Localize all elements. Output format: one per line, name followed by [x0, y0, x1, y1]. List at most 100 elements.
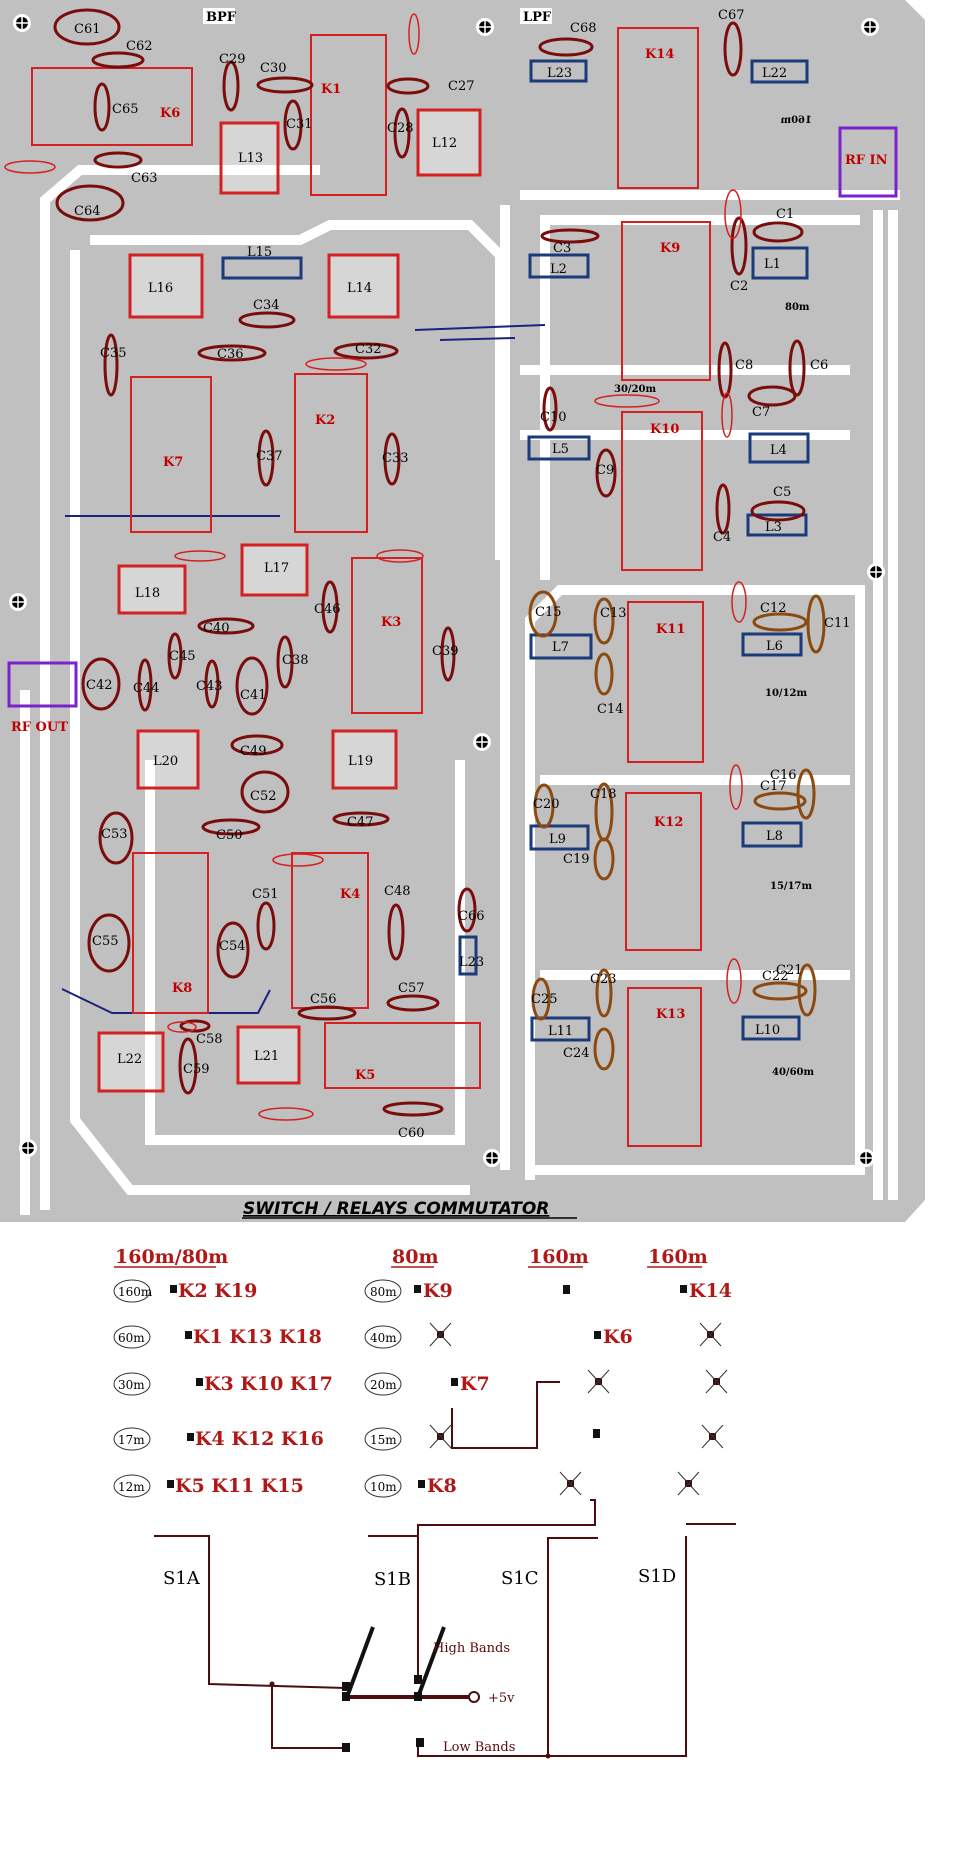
inductor-label: L11 [548, 1024, 573, 1039]
capacitor-label: C66 [458, 909, 485, 924]
inductor-l22-lpf: L22 [750, 59, 809, 84]
inductor-l8: L8 [741, 821, 803, 848]
capacitor-label: C34 [253, 298, 280, 313]
inductor-label: L12 [432, 136, 457, 151]
rf-in-port [838, 126, 898, 198]
inductor-l9: L9 [529, 824, 590, 851]
band-label: 10m [370, 1480, 397, 1494]
capacitor-label: C16 [770, 768, 797, 783]
unlabeled-capacitor [724, 189, 742, 239]
unlabeled-capacitor [408, 13, 420, 55]
capacitor-c2: C2 [730, 216, 748, 294]
inductor-label: L2 [550, 262, 567, 277]
capacitor-c24: C24 [563, 1027, 615, 1071]
capacitor-label: C61 [74, 22, 101, 37]
mounting-hole-icon [9, 593, 27, 611]
capacitor-label: C11 [824, 616, 851, 631]
inductor-l2: L2 [528, 253, 590, 279]
capacitor-c22: C22 [752, 969, 808, 1001]
unused-contact-icon [587, 1369, 610, 1394]
relay-label: K12 [654, 815, 683, 830]
capacitor-c67: C67 [718, 8, 745, 77]
capacitor-label: C37 [256, 449, 283, 464]
capacitor-c5: C5 [750, 485, 806, 522]
mounting-hole-icon [861, 18, 879, 36]
band-label: 40m [370, 1331, 397, 1345]
relay-k1: K1 [310, 34, 387, 196]
capacitor-c32: C32 [333, 342, 399, 360]
relay-group: K7 [460, 1373, 490, 1395]
unlabeled-capacitor [729, 764, 743, 810]
mounting-hole-icon [13, 14, 31, 32]
inductor-label: L20 [153, 754, 178, 769]
capacitor-label: C44 [133, 681, 160, 696]
inductor-label: L18 [135, 586, 160, 601]
relay-group: K14 [689, 1280, 732, 1302]
capacitor-label: C41 [240, 688, 267, 703]
relay-k14: K14 [617, 27, 699, 189]
band-label: 12m [118, 1480, 145, 1494]
relay-label: K14 [645, 47, 674, 62]
capacitor-c63: C63 [93, 151, 158, 186]
commutator-row: 12m K5 K11 K15 10m K8 [113, 1471, 700, 1498]
band-marks: 160m 80m 30/20m 10/12m 15/17m 40/60m [614, 115, 814, 1078]
inductor-l19: L19 [331, 729, 398, 790]
capacitor-label: C6 [810, 358, 828, 373]
relay-label: K1 [321, 82, 341, 97]
band-mark: 40/60m [772, 1067, 814, 1078]
capacitor-label: C39 [432, 644, 459, 659]
mounting-holes [9, 14, 885, 1167]
low-bands-label: Low Bands [443, 1740, 515, 1755]
inductor-label: L9 [549, 832, 566, 847]
capacitor-label: C25 [531, 992, 558, 1007]
relay-k5: K5 [324, 1022, 481, 1089]
capacitor-c31: C31 [283, 99, 313, 151]
capacitor-label: C49 [240, 744, 267, 759]
capacitor-label: C43 [196, 679, 223, 694]
capacitor-label: C10 [540, 410, 567, 425]
supply-label: +5v [488, 1691, 515, 1706]
high-bands-label: High Bands [433, 1641, 510, 1656]
relay-k12: K12 [625, 792, 702, 951]
unlabeled-capacitor [376, 549, 424, 563]
capacitor-c17: C17 [753, 779, 807, 811]
capacitor-label: C22 [762, 969, 789, 984]
capacitor-c60: C60 [382, 1101, 444, 1141]
capacitor-label: C50 [216, 828, 243, 843]
band-mark: 80m [785, 302, 810, 313]
capacitor-label: C31 [286, 117, 313, 132]
capacitor-label: C45 [169, 649, 196, 664]
relay-k8: K8 [132, 852, 209, 1014]
unlabeled-capacitor [731, 581, 747, 623]
capacitor-c28: C28 [387, 107, 414, 159]
relay-k10: K10 [621, 411, 703, 571]
capacitor-label: C20 [533, 797, 560, 812]
relay-group: K8 [427, 1475, 457, 1497]
capacitor-label: C23 [590, 972, 617, 987]
inductor-l23: L23 [458, 935, 484, 976]
section-label-lpf: LPF [523, 10, 552, 25]
inductor-label: L21 [254, 1049, 279, 1064]
capacitor-label: C13 [600, 606, 627, 621]
switch-lever [269, 1626, 551, 1759]
capacitor-c61: C61 [53, 8, 121, 46]
inductor-l11: L11 [530, 1016, 591, 1042]
capacitor-label: C15 [535, 605, 562, 620]
capacitor-label: C62 [126, 39, 153, 54]
capacitor-c14: C14 [594, 652, 624, 717]
unused-contact-icon [701, 1424, 724, 1449]
relay-group: K2 K19 [178, 1280, 257, 1302]
capacitor-c46: C46 [314, 580, 341, 634]
capacitor-label: C54 [219, 939, 246, 954]
band-label: 160m [118, 1285, 153, 1299]
capacitor-c8: C8 [717, 341, 753, 399]
unlabeled-capacitor [272, 853, 324, 867]
relay-group: K5 K11 K15 [175, 1475, 304, 1497]
inductor-label: L4 [770, 443, 787, 458]
capacitor-c65: C65 [93, 82, 139, 132]
capacitor-c35: C35 [100, 333, 127, 397]
capacitor-c11: C11 [806, 594, 851, 654]
capacitor-c27: C27 [386, 77, 475, 95]
capacitor-label: C53 [101, 827, 128, 842]
capacitor-c59: C59 [178, 1037, 210, 1095]
